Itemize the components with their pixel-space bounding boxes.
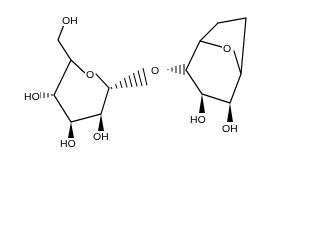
c3b-wedge-bond: [199, 94, 205, 113]
right-glycosidic-hashed-bond: [167, 64, 185, 75]
c2b-hydroxyl-label: HO: [190, 114, 206, 126]
c4-hashed-bond: [39, 92, 53, 99]
c3-wedge-bond: [68, 122, 74, 138]
atom-labels: OH O HO HO OH O O HO OH: [24, 14, 239, 150]
right-ring-bonds: [185, 17, 247, 104]
c3-hydroxyl-label: HO: [60, 138, 76, 150]
c4-hydroxyl-label: HO: [24, 91, 40, 103]
molecule-structure-diagram: OH O HO HO OH O O HO OH: [24, 14, 247, 150]
ch2oh-label: OH: [62, 15, 78, 27]
glycosidic-hashed-bond: [110, 67, 148, 90]
c2-wedge-bond: [98, 114, 104, 131]
c1b-hydroxyl-label: OH: [222, 123, 238, 135]
c2-hydroxyl-label: OH: [93, 131, 109, 143]
ring1-oxygen-label: O: [86, 69, 94, 81]
glycosidic-oxygen-label: O: [151, 65, 159, 77]
c2b-wedge-bond: [227, 103, 233, 122]
right-ring-substituent-bonds: [199, 94, 233, 122]
ring2-oxygen-label: O: [223, 43, 231, 55]
left-ring-bonds: [53, 21, 110, 123]
